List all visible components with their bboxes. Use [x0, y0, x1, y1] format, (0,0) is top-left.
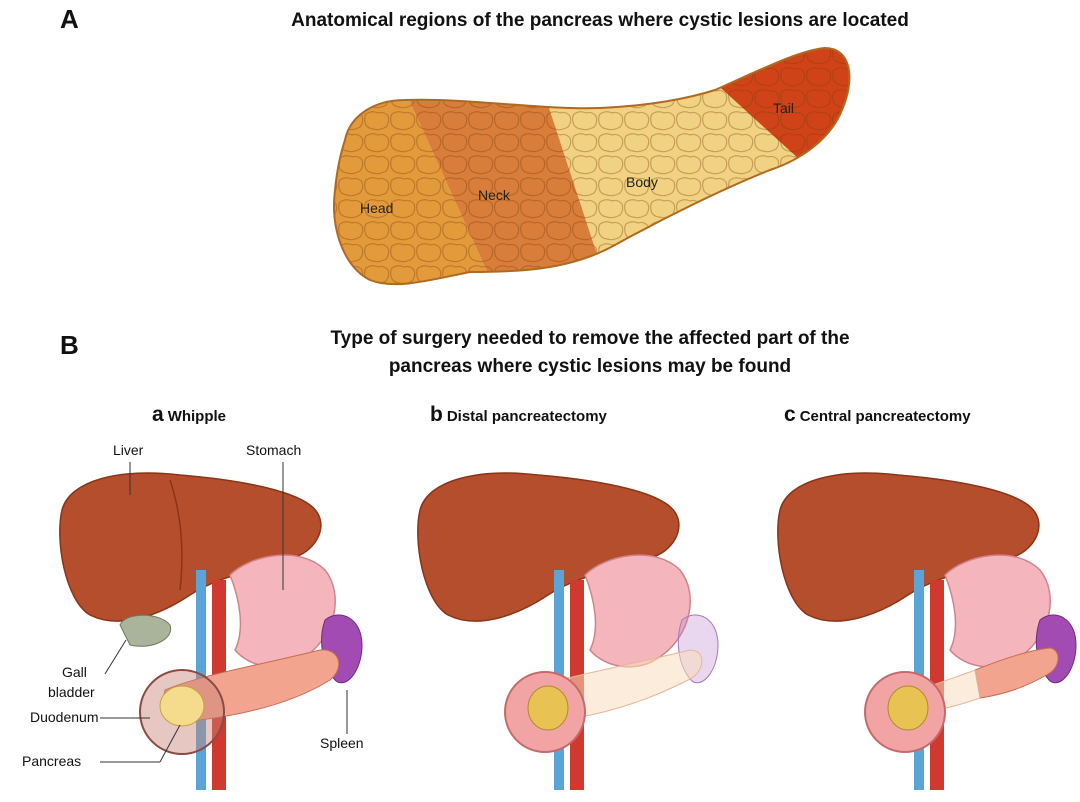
section-b-title-line1: Type of surgery needed to remove the aff… [330, 328, 850, 349]
central-pancreatectomy-illustration [777, 472, 1077, 790]
head-label: Head [360, 200, 394, 216]
panel-b-letter: b [430, 403, 443, 426]
whipple-illustration [59, 462, 363, 790]
duodenum-label: Duodenum [30, 709, 99, 725]
gall-label: Gall [62, 664, 87, 680]
section-a-title: Anatomical regions of the pancreas where… [291, 10, 909, 31]
pancreas-head-shape [887, 685, 929, 731]
gallbladder-shape [119, 614, 172, 647]
body-label: Body [626, 174, 658, 190]
pancreas-head-shape [527, 685, 569, 731]
stomach-shape [584, 554, 691, 668]
liver-label: Liver [113, 442, 144, 458]
tail-label: Tail [773, 100, 795, 116]
liver-shape [59, 472, 322, 622]
section-b-letter: B [60, 330, 79, 360]
neck-label: Neck [478, 187, 510, 203]
pancreas-head-shape [159, 685, 205, 727]
panel-a-letter: a [152, 403, 164, 426]
bladder-label: bladder [48, 684, 95, 700]
liver-shape [417, 472, 680, 622]
liver-shape [777, 472, 1040, 622]
pancreas-pointer-2 [159, 724, 181, 763]
remaining-tail [974, 647, 1059, 699]
section-b-title-line2: pancreas where cystic lesions may be fou… [388, 356, 792, 377]
stomach-label: Stomach [246, 442, 302, 458]
panel-c-letter: c [784, 403, 796, 426]
pancreas-shape [334, 48, 850, 285]
removed-pancreas [559, 649, 703, 719]
spleen-label: Spleen [320, 735, 364, 751]
pancreas-label: Pancreas [22, 753, 82, 769]
panel-b-label: Distal pancreatectomy [446, 408, 607, 425]
panel-c-label: Central pancreatectomy [799, 408, 971, 425]
panel-a-label: Whipple [167, 408, 227, 425]
gall-pointer [104, 639, 127, 675]
section-a-letter: A [60, 4, 79, 34]
distal-pancreatectomy-illustration [417, 472, 719, 790]
